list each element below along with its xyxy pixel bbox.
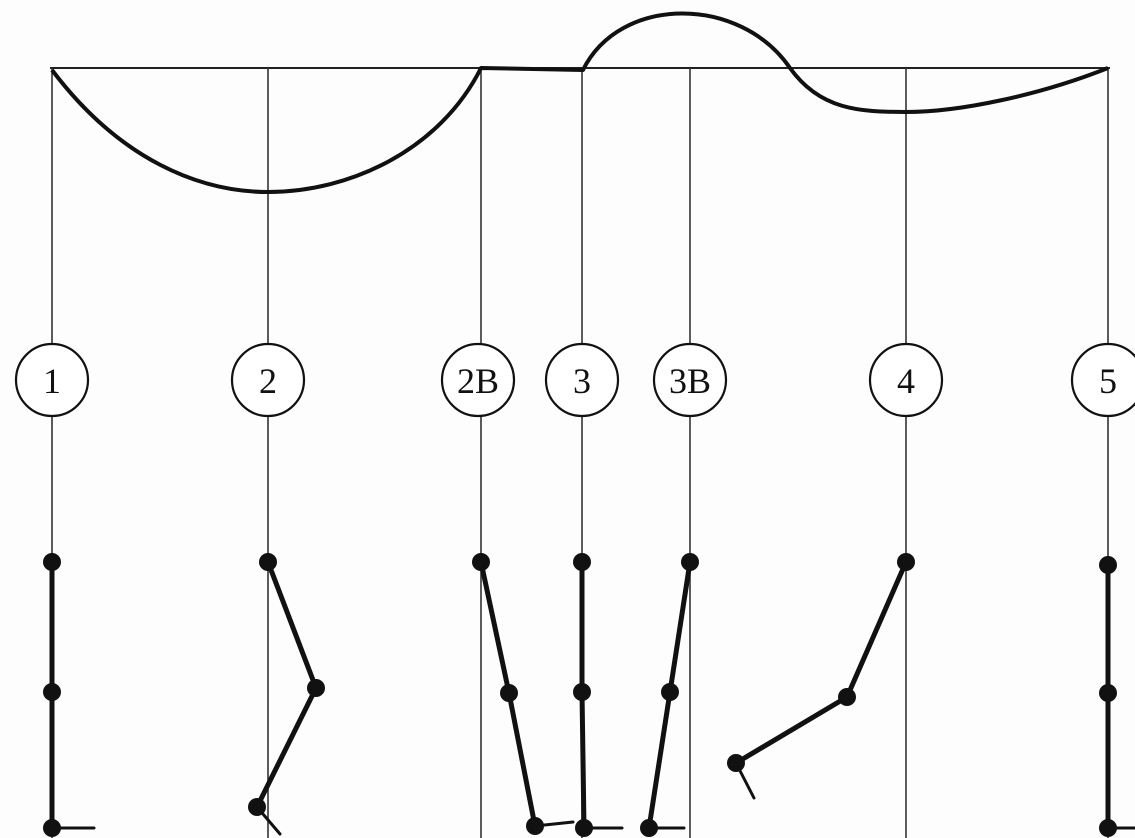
knee-joint-icon: [43, 683, 61, 701]
hip-joint-icon: [43, 553, 61, 571]
ankle-joint-icon: [248, 798, 266, 816]
knee-joint-icon: [307, 679, 325, 697]
leg-figure-5: [1099, 556, 1135, 837]
phase-circle-icon: [652, 342, 728, 418]
knee-joint-icon: [838, 688, 856, 706]
leg-figure-2b: [472, 553, 575, 835]
phase-circle-icon: [544, 342, 620, 418]
phase-label-5: 5: [1099, 361, 1117, 401]
phase-marker-5: 5: [1070, 342, 1135, 418]
leg-segments: [733, 559, 909, 766]
leg-figures: [43, 553, 1135, 837]
phase-circle-icon: [230, 342, 306, 418]
phase-label-1: 1: [43, 361, 61, 401]
hip-joint-icon: [259, 553, 277, 571]
leg-figure-2: [248, 553, 325, 836]
hip-joint-icon: [573, 553, 591, 571]
knee-joint-icon: [573, 683, 591, 701]
ankle-joint-icon: [575, 819, 593, 837]
phase-marker-3: 3: [544, 342, 620, 418]
phase-label-2b: 2B: [457, 361, 499, 401]
ankle-joint-icon: [727, 754, 745, 772]
phase-markers: 1 2 2B 3 3B 4: [14, 342, 1135, 418]
leg-figure-4: [727, 553, 915, 800]
hip-joint-icon: [681, 553, 699, 571]
hip-joint-icon: [897, 553, 915, 571]
phase-marker-2b: 2B: [440, 342, 516, 418]
motion-curve: [50, 11, 1109, 194]
phase-label-3: 3: [573, 361, 591, 401]
phase-label-3b: 3B: [669, 361, 711, 401]
hip-joint-icon: [472, 553, 490, 571]
ankle-joint-icon: [1099, 819, 1117, 837]
phase-label-4: 4: [897, 361, 915, 401]
leg-figure-3b: [640, 553, 699, 837]
phase-circle-icon: [440, 342, 516, 418]
phase-marker-2: 2: [230, 342, 306, 418]
ankle-joint-icon: [526, 817, 544, 835]
knee-joint-icon: [1099, 684, 1117, 702]
phase-marker-3b: 3B: [652, 342, 728, 418]
ankle-joint-icon: [640, 819, 658, 837]
knee-joint-icon: [500, 684, 518, 702]
leg-segments: [254, 559, 319, 810]
knee-joint-icon: [661, 683, 679, 701]
leg-figure-3: [573, 553, 624, 837]
phase-circle-icon: [1070, 342, 1135, 418]
leg-figure-1: [43, 553, 96, 837]
phase-lines: [51, 68, 1109, 838]
phase-marker-1: 1: [14, 342, 90, 418]
phase-circle-icon: [868, 342, 944, 418]
hip-joint-icon: [1099, 556, 1117, 574]
phase-label-2: 2: [259, 361, 277, 401]
phase-marker-4: 4: [868, 342, 944, 418]
ankle-joint-icon: [43, 819, 61, 837]
phase-circle-icon: [14, 342, 90, 418]
